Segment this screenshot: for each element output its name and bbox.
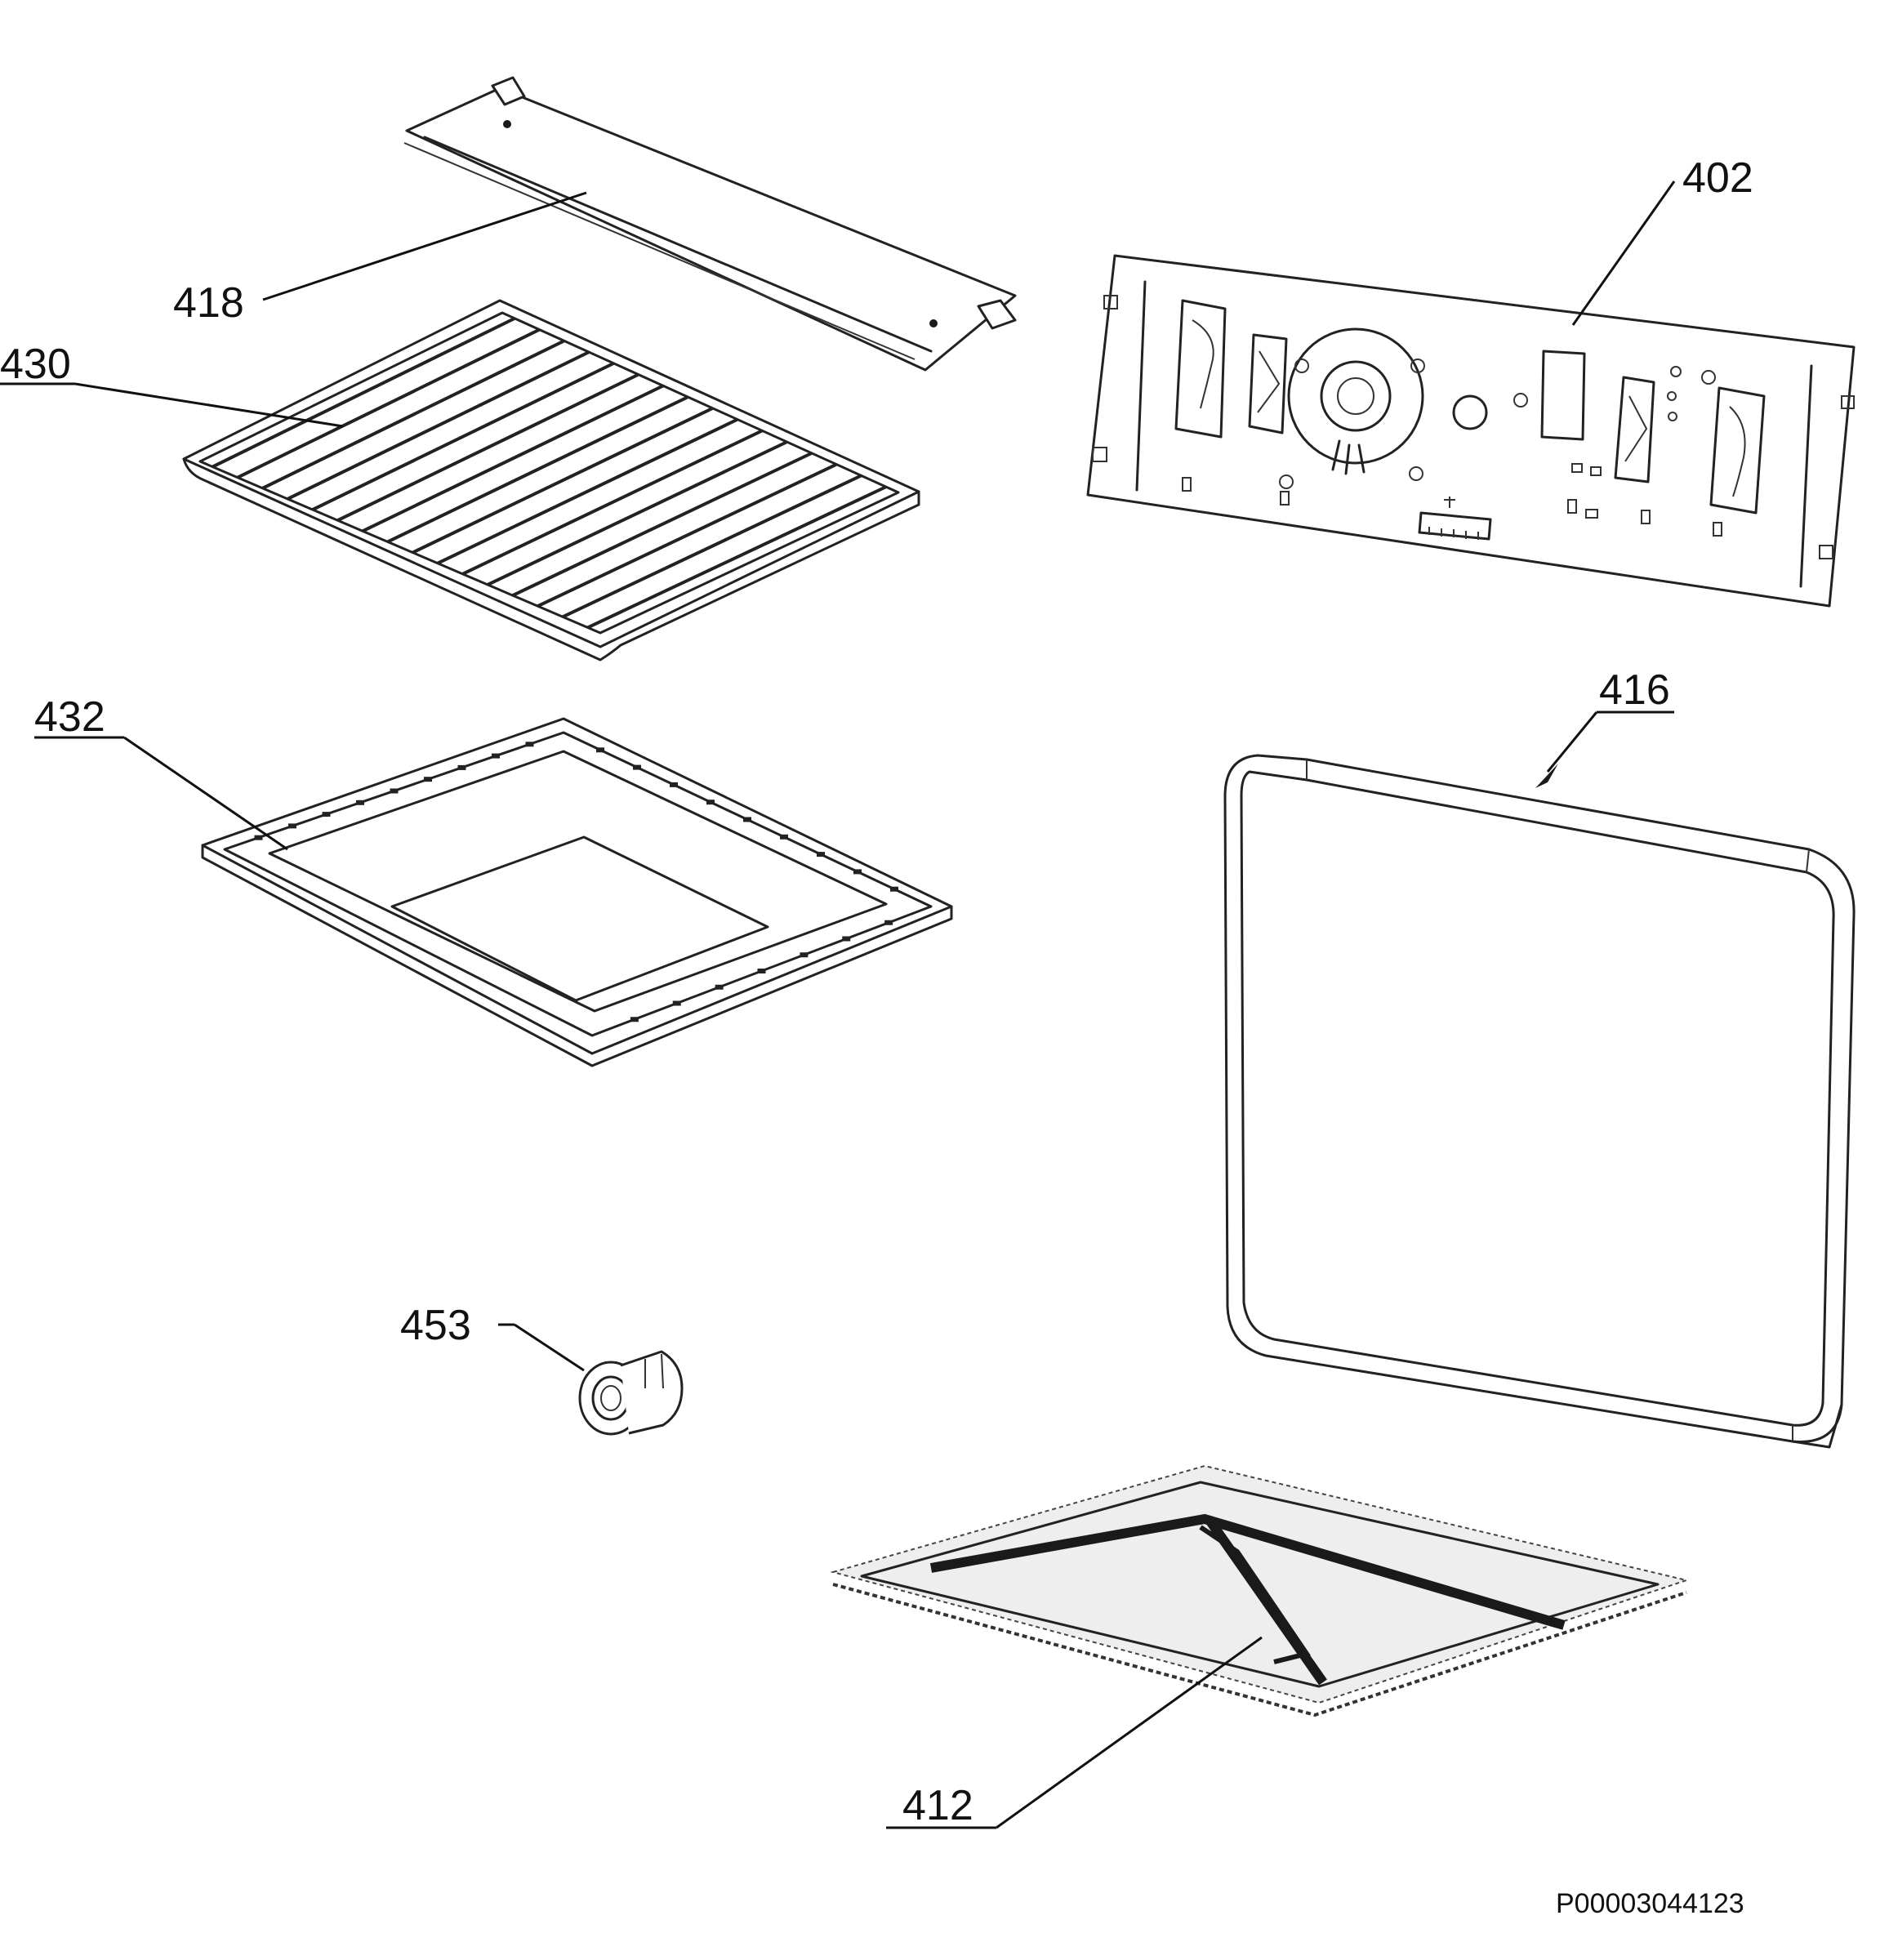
- shelf-bar: [437, 417, 738, 565]
- shelf-bar: [412, 407, 714, 555]
- tray-rim-hole: [743, 817, 751, 822]
- leader-402: [1571, 180, 1676, 326]
- tray-rim-hole: [800, 952, 809, 958]
- tray-rim-hole: [390, 788, 399, 794]
- shelf-bar: [261, 339, 565, 490]
- tray-rim-hole: [356, 800, 364, 805]
- tray-rim-hole: [670, 782, 678, 787]
- tray-rim-hole: [817, 852, 825, 858]
- shelf-bar: [212, 317, 516, 469]
- part-402-back-panel: [1086, 254, 1856, 608]
- shelf-bar: [386, 395, 689, 544]
- shelf-bar: [336, 372, 639, 522]
- shelf-bar: [537, 462, 838, 608]
- callout-416: 416: [1599, 666, 1670, 714]
- tray-rim-hole: [890, 886, 898, 892]
- tray-rim-hole: [492, 753, 500, 759]
- part-453-bushing: [578, 1350, 684, 1436]
- tray-rim-hole: [525, 742, 534, 747]
- shelf-bar: [511, 452, 813, 597]
- leader-453: [514, 1323, 585, 1372]
- callout-432: 432: [34, 693, 105, 741]
- callout-453: 453: [400, 1302, 471, 1349]
- tray-rim-hole: [853, 869, 862, 875]
- shelf-bar: [562, 474, 862, 619]
- leader-lines: [0, 180, 1676, 1829]
- arrowhead-416: [1535, 764, 1558, 788]
- tray-rim-hole: [596, 747, 604, 753]
- leader-430: [74, 382, 344, 428]
- leader-432: [123, 736, 288, 851]
- part-418-rail: [403, 76, 1017, 372]
- callout-402: 402: [1682, 154, 1753, 202]
- drawing-code: P00003044123: [1556, 1888, 1744, 1919]
- callout-412: 412: [902, 1782, 973, 1829]
- tray-rim-hole: [288, 823, 296, 829]
- callout-430: 430: [0, 341, 71, 388]
- shelf-bar: [461, 429, 764, 576]
- part-416-door-gasket: [1223, 754, 1856, 1449]
- tray-rim-hole: [630, 1017, 639, 1022]
- leader-416: [1546, 711, 1598, 773]
- leader-412: [996, 1636, 1263, 1829]
- tray-rim-hole: [633, 764, 641, 770]
- part-430-wire-shelf: [182, 299, 920, 662]
- tray-rim-hole: [757, 969, 766, 973]
- shelf-bar: [237, 327, 541, 479]
- callout-418: 418: [173, 279, 244, 327]
- shelf-bar: [362, 384, 664, 533]
- tray-rim-hole: [457, 764, 466, 770]
- tray-rim-hole: [672, 1000, 681, 1006]
- part-412-bottom-heater: [830, 1464, 1690, 1717]
- tray-rim-hole: [254, 835, 263, 840]
- tray-rim-hole: [706, 800, 715, 805]
- leader-418: [262, 191, 587, 301]
- tray-rim-hole: [715, 984, 724, 990]
- part-432-baking-tray: [201, 717, 953, 1067]
- tray-rim-hole: [780, 834, 788, 840]
- tray-rim-hole: [884, 920, 893, 925]
- shelf-bar: [311, 362, 615, 511]
- shelf-bar: [586, 485, 887, 630]
- shelf-bar: [287, 350, 590, 501]
- tray-rim-hole: [322, 812, 331, 817]
- tray-rim-hole: [424, 777, 432, 782]
- shelf-bar: [487, 440, 788, 586]
- tray-rim-hole: [842, 936, 851, 942]
